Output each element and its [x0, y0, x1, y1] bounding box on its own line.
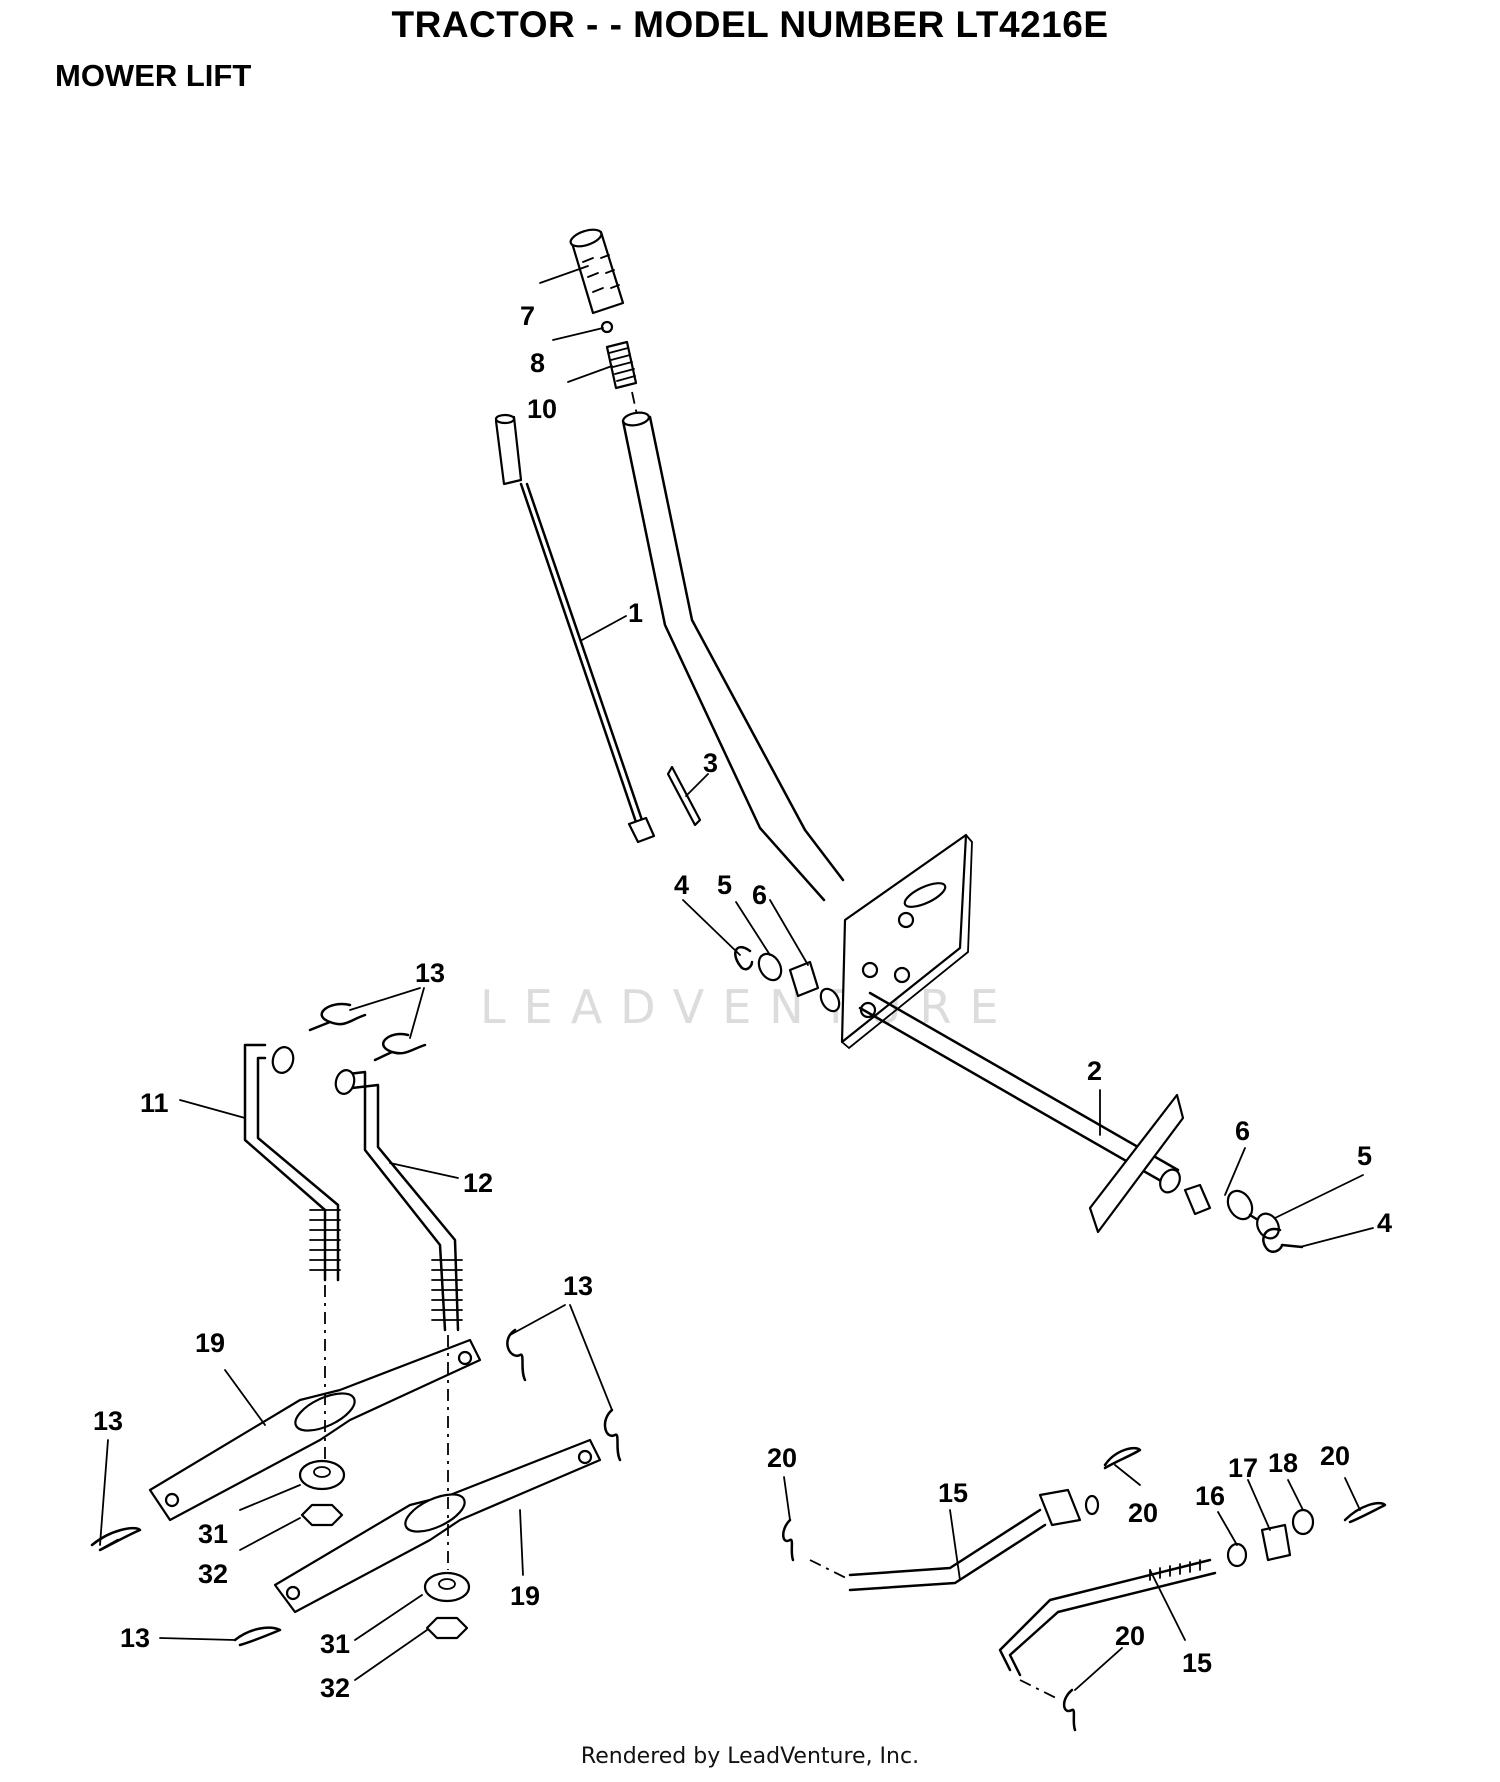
lift-shaft-part: [858, 991, 1185, 1234]
callout-3: 3: [703, 748, 718, 778]
callout-6: 6: [752, 880, 767, 910]
section-title: MOWER LIFT: [55, 58, 252, 93]
callout-16: 16: [1195, 1481, 1225, 1511]
callout-11: 11: [140, 1088, 169, 1118]
callout-20: 20: [767, 1443, 797, 1473]
callout-4: 4: [674, 870, 689, 900]
callout-32: 32: [198, 1559, 228, 1589]
hairpin-clip-part: [373, 1032, 427, 1062]
callout-6: 6: [1235, 1116, 1250, 1146]
roll-pin-part: [666, 765, 702, 827]
lift-rod-15-upper: [809, 1488, 1100, 1592]
watermark: LEADVENTURE: [480, 980, 1017, 1034]
callout-18: 18: [1268, 1448, 1298, 1478]
callout-12: 12: [463, 1168, 493, 1198]
hairpin-clip-part: [506, 1328, 527, 1382]
callout-20: 20: [1320, 1441, 1350, 1471]
spacer-nut-upper: [298, 1459, 346, 1527]
callout-7: 7: [520, 301, 535, 331]
trunnion-17-part: [1260, 1523, 1292, 1562]
bushing-washer-clip-right: [1183, 1183, 1304, 1253]
lift-link-12-part: [334, 1069, 463, 1332]
lift-arm-19-upper: [148, 1338, 482, 1522]
callout-1: 1: [628, 598, 643, 628]
callout-20: 20: [1128, 1498, 1158, 1528]
spring-part: [605, 340, 638, 390]
hairpin-clip-part: [1062, 1688, 1077, 1732]
callout-15: 15: [1182, 1648, 1212, 1678]
callout-10: 10: [527, 394, 557, 424]
callout-20: 20: [1115, 1621, 1145, 1651]
detent-ball-part: [600, 320, 614, 334]
lift-plate-part: [840, 833, 973, 1050]
lift-handle-tube-part: [621, 411, 845, 902]
bushing-washer-clip-left: [734, 945, 841, 1013]
hairpin-clip-part: [308, 1002, 367, 1032]
callout-5: 5: [717, 870, 732, 900]
callout-32: 32: [320, 1673, 350, 1703]
lift-link-11-part: [243, 1043, 341, 1282]
page-title: TRACTOR - - MODEL NUMBER LT4216E: [391, 4, 1109, 45]
callout-19: 19: [195, 1328, 225, 1358]
callout-13: 13: [93, 1406, 123, 1436]
callout-2: 2: [1087, 1056, 1102, 1086]
lift-rod-part: [494, 413, 656, 844]
callout-13: 13: [415, 958, 445, 988]
callout-13: 13: [120, 1623, 150, 1653]
callout-4: 4: [1377, 1208, 1392, 1238]
hairpin-clip-part: [603, 1408, 622, 1462]
callout-5: 5: [1357, 1141, 1372, 1171]
hairpin-clip-part: [233, 1626, 282, 1647]
callout-31: 31: [320, 1629, 350, 1659]
hairpin-clip-part: [1343, 1501, 1387, 1524]
handle-grip-part: [569, 228, 625, 315]
nut-18-part: [1291, 1508, 1315, 1536]
callout-15: 15: [938, 1478, 968, 1508]
lift-rod-15-lower: [998, 1558, 1217, 1701]
callout-17: 17: [1228, 1453, 1258, 1483]
callout-13: 13: [563, 1271, 593, 1301]
footer-credit: Rendered by LeadVenture, Inc.: [580, 1744, 920, 1769]
callout-8: 8: [530, 348, 545, 378]
spacer-nut-lower: [423, 1571, 471, 1640]
callout-31: 31: [198, 1519, 228, 1549]
lift-arm-19-lower: [273, 1438, 602, 1614]
callout-19: 19: [510, 1581, 540, 1611]
washer-16-part: [1226, 1542, 1248, 1568]
hairpin-clip-part: [782, 1518, 795, 1562]
leader-lines: [99, 265, 1374, 1691]
hairpin-clip-part: [1103, 1446, 1142, 1470]
hairpin-clip-part: [90, 1526, 142, 1552]
